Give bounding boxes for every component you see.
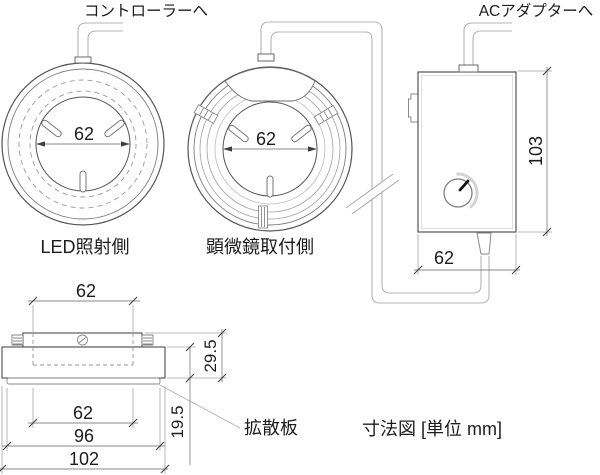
led-ring-front-view (1, 56, 165, 226)
hidden-bore-lines (32, 333, 134, 366)
controller-box (408, 64, 517, 255)
dim-mount-inner-diameter: 62 (256, 129, 276, 149)
thumbscrew-bottom (258, 205, 268, 229)
diffusion-plate-leader (157, 383, 241, 429)
cable-break-mark (348, 175, 396, 212)
drawing-caption: 寸法図 [単位 mm] (362, 419, 502, 439)
thumbscrew-upper-left (193, 104, 219, 124)
collar-screw-left (11, 334, 24, 346)
thumbscrew-upper-right (313, 104, 339, 126)
dim-side-overall-width: 102 (69, 449, 99, 469)
led-inner-diameter-dim (36, 141, 130, 147)
dim-side-bore-bottom: 62 (73, 403, 93, 423)
collar-screw-right (141, 334, 154, 346)
mount-inner-diameter-dim (223, 146, 317, 152)
ring-body (1, 346, 166, 379)
cable-to-controller (77, 22, 123, 57)
label-led-side: LED照射側 (40, 237, 129, 257)
dim-led-inner-diameter: 62 (74, 124, 94, 144)
led-ring-dashed-inner (29, 90, 137, 198)
label-microscope-side: 顕微鏡取付側 (206, 237, 314, 257)
label-diffusion-plate: 拡散板 (244, 418, 298, 438)
diffusion-plate (6, 377, 161, 385)
dim-side-total-height: 29.5 (201, 339, 220, 372)
side-view (1, 332, 241, 429)
ring-to-controller-cable (260, 21, 490, 304)
label-to-controller: コントローラーへ (84, 3, 208, 20)
microscope-mount-front-view (187, 53, 353, 232)
dim-side-plate-width: 96 (74, 426, 94, 446)
dim-side-body-height: 19.5 (168, 405, 187, 438)
cable-stub (74, 56, 92, 64)
brightness-knob (443, 172, 479, 209)
cable-housing-bump (224, 67, 316, 102)
dimension-lines (0, 66, 552, 474)
collar-center-screw (77, 334, 88, 346)
led-ring-dashed-outer (18, 79, 148, 209)
cable-stub (257, 53, 275, 62)
cable-stub (458, 64, 479, 73)
label-to-ac-adapter: ACアダプターへ (479, 2, 594, 20)
cable-to-ac-adapter (463, 22, 512, 65)
strain-relief (476, 232, 492, 255)
dim-side-bore-top: 62 (76, 281, 96, 301)
power-switch (408, 93, 418, 123)
dim-controller-height: 103 (526, 136, 546, 166)
screw-pins (228, 124, 312, 198)
screw-pins (41, 119, 125, 193)
dim-controller-width: 62 (434, 248, 454, 268)
knob-pointer (458, 179, 470, 192)
